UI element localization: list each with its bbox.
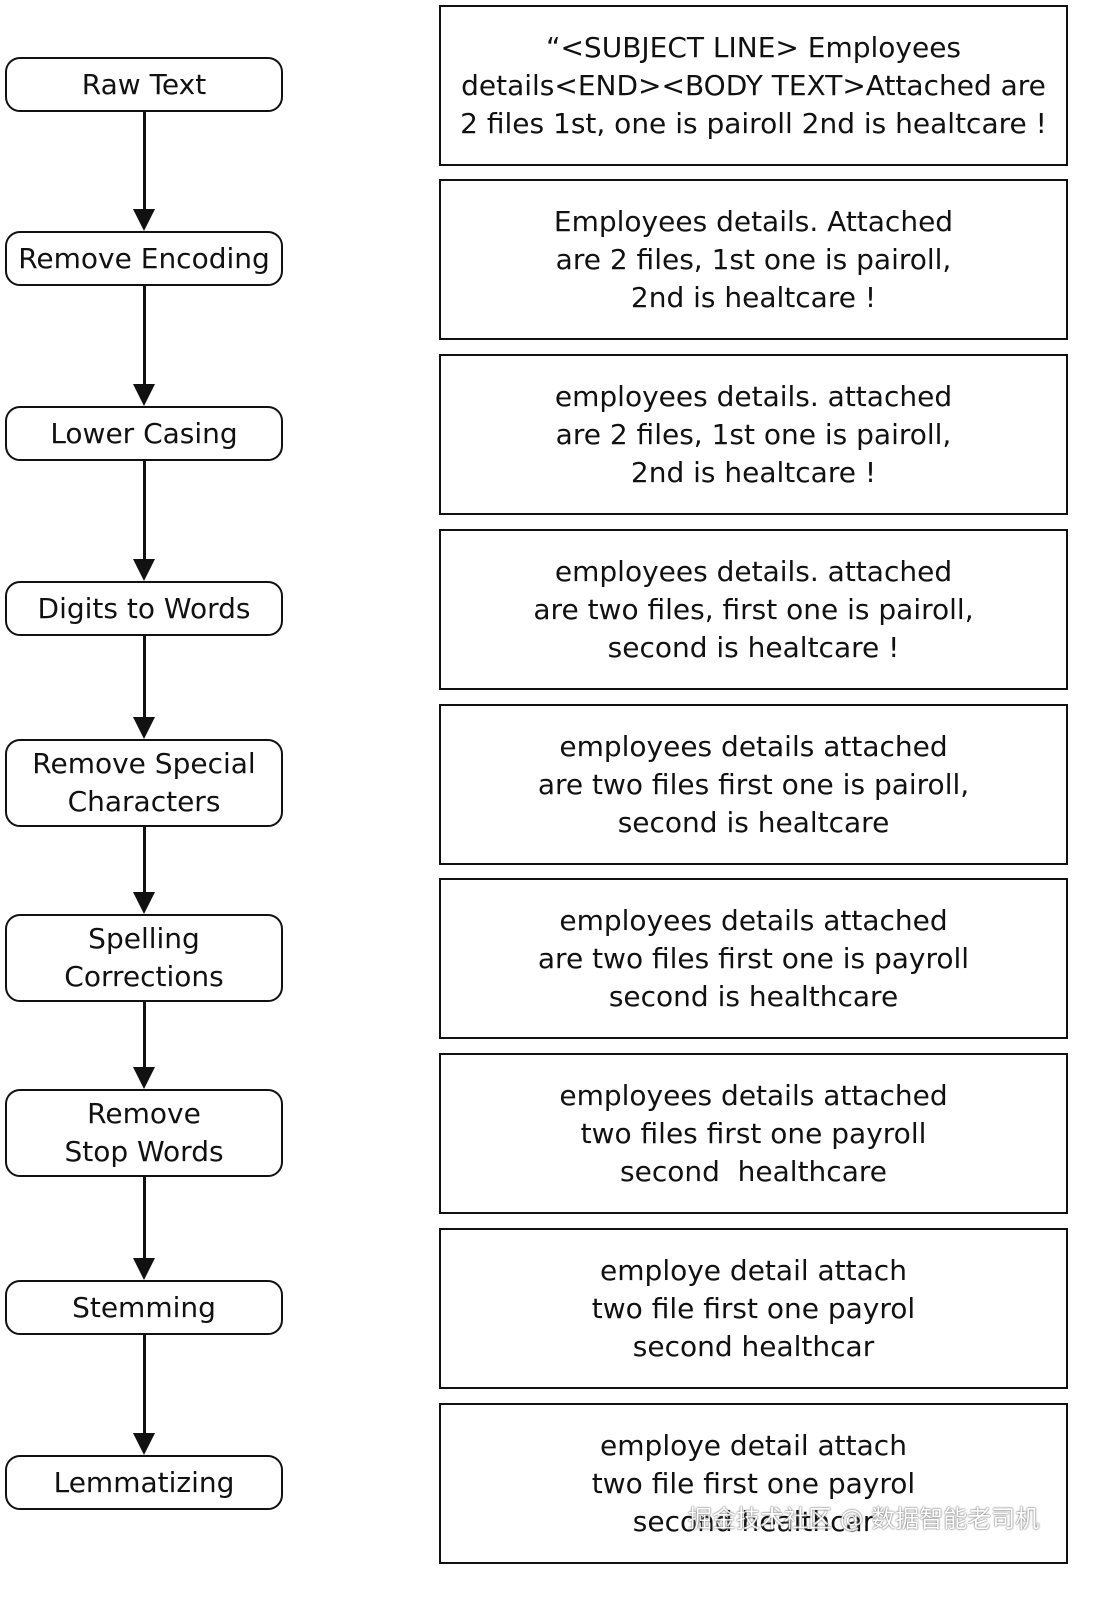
- step-label: Raw Text: [81, 67, 207, 101]
- output-line: details<END><BODY TEXT>Attached are: [461, 68, 1046, 102]
- output-line: are two files, first one is pairoll,: [533, 592, 974, 626]
- output-line: second is healtcare: [617, 805, 890, 839]
- output-line: second is healthcare: [608, 979, 899, 1013]
- step-label: Digits to Words: [37, 591, 251, 625]
- flow-arrow: [133, 1177, 155, 1280]
- output-line: are two files first one is payroll: [537, 941, 970, 975]
- step-label: Lemmatizing: [53, 1465, 235, 1499]
- output-line: 2nd is healtcare !: [630, 455, 877, 489]
- output-box-digits-to-words: employees details. attached are two file…: [439, 529, 1068, 690]
- flow-arrow: [133, 286, 155, 406]
- output-line: employees details attached: [559, 729, 948, 763]
- flow-arrow: [133, 112, 155, 231]
- step-remove-special-characters: Remove Special Characters: [5, 739, 283, 827]
- output-box-remove-stop-words: employees details attached two files fir…: [439, 1053, 1068, 1214]
- step-label: Remove: [87, 1097, 201, 1130]
- output-line: employees details attached: [559, 1078, 948, 1112]
- flow-arrow: [133, 461, 155, 581]
- step-label: Stemming: [72, 1290, 216, 1324]
- watermark-text: 掘金技术社区 @ 数据智能老司机: [688, 1505, 1040, 1533]
- output-line: are two files first one is pairoll,: [537, 767, 970, 801]
- output-box-lower-casing: employees details. attached are 2 files,…: [439, 354, 1068, 515]
- output-box-raw-text: “<SUBJECT LINE> Employees details<END><B…: [439, 5, 1068, 166]
- step-label: Stop Words: [64, 1135, 224, 1168]
- output-box-stemming: employe detail attach two file first one…: [439, 1228, 1068, 1389]
- step-remove-encoding: Remove Encoding: [5, 231, 283, 286]
- step-label: Spelling: [88, 922, 200, 955]
- output-box-remove-special-characters: employees details attached are two files…: [439, 704, 1068, 865]
- output-line: second healthcar: [632, 1329, 875, 1363]
- flow-arrow: [133, 1002, 155, 1089]
- step-label: Characters: [67, 785, 221, 818]
- output-box-spelling-corrections: employees details attached are two files…: [439, 878, 1068, 1039]
- output-line: employe detail attach: [600, 1253, 907, 1287]
- output-line: “<SUBJECT LINE> Employees: [545, 30, 962, 64]
- output-box-remove-encoding: Employees details. Attached are 2 files,…: [439, 179, 1068, 340]
- step-label: Remove Encoding: [18, 241, 270, 275]
- output-box-lemmatizing: employe detail attach two file first one…: [439, 1403, 1068, 1564]
- step-label: Corrections: [64, 960, 224, 993]
- output-line: 2nd is healtcare !: [630, 280, 877, 314]
- output-line: 2 files 1st, one is pairoll 2nd is healt…: [460, 106, 1047, 140]
- step-lemmatizing: Lemmatizing: [5, 1455, 283, 1510]
- step-remove-stop-words: Remove Stop Words: [5, 1089, 283, 1177]
- output-line: are 2 files, 1st one is pairoll,: [555, 417, 952, 451]
- step-label: Lower Casing: [50, 416, 238, 450]
- flow-arrow: [133, 1335, 155, 1455]
- output-line: two file first one payrol: [591, 1291, 916, 1325]
- output-line: Employees details. Attached: [553, 204, 954, 238]
- step-spelling-corrections: Spelling Corrections: [5, 914, 283, 1002]
- flow-arrow: [133, 636, 155, 739]
- step-raw-text: Raw Text: [5, 57, 283, 112]
- step-lower-casing: Lower Casing: [5, 406, 283, 461]
- step-digits-to-words: Digits to Words: [5, 581, 283, 636]
- step-stemming: Stemming: [5, 1280, 283, 1335]
- flow-arrow: [133, 827, 155, 914]
- output-line: employe detail attach: [600, 1428, 907, 1462]
- output-line: two file first one payrol: [591, 1466, 916, 1500]
- output-line: second healthcare: [620, 1154, 887, 1188]
- output-line: second healthcar: [632, 1504, 875, 1538]
- output-line: employees details. attached: [554, 379, 953, 413]
- output-line: second is healtcare !: [607, 630, 900, 664]
- output-line: two files first one payroll: [580, 1116, 927, 1150]
- output-line: are 2 files, 1st one is pairoll,: [555, 242, 952, 276]
- output-line: employees details. attached: [554, 554, 953, 588]
- output-line: employees details attached: [559, 903, 948, 937]
- step-label: Remove Special: [32, 747, 256, 780]
